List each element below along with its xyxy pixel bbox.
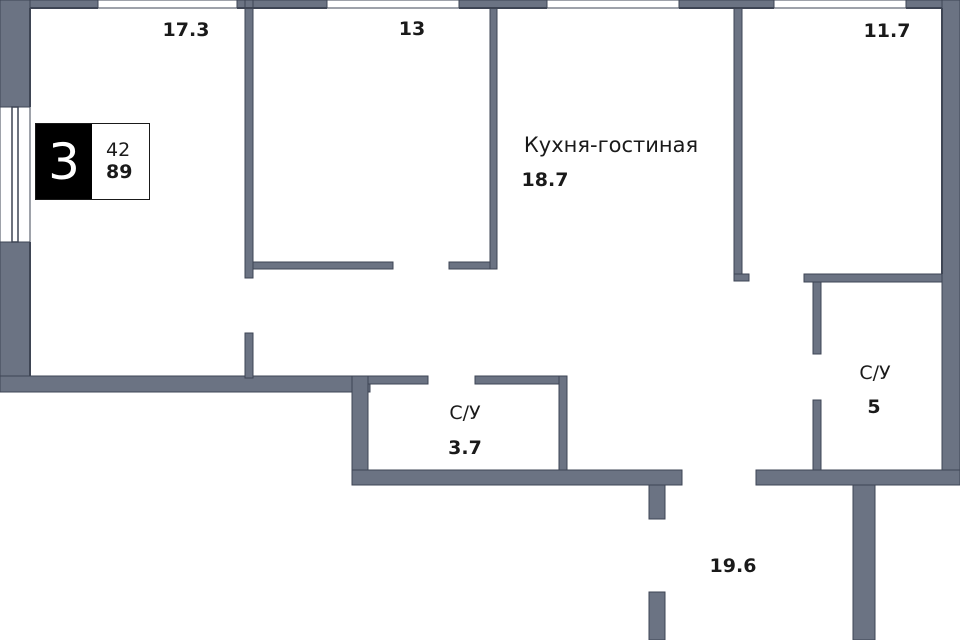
kitchen-living-area: 18.7 bbox=[521, 169, 569, 191]
wall-bath-top-left bbox=[367, 375, 429, 385]
wall-top-segment bbox=[678, 0, 775, 9]
windows-top bbox=[97, 0, 907, 9]
wall-bath-right bbox=[558, 375, 568, 471]
bathroom-right-name: С/У bbox=[859, 362, 891, 384]
apartment-badge: 3 42 89 bbox=[35, 123, 150, 200]
wall-bath2-left-upper bbox=[812, 281, 822, 355]
hallway-area: 19.6 bbox=[709, 555, 757, 577]
badge-meta: 42 89 bbox=[92, 124, 149, 199]
bathroom-center-name: С/У bbox=[449, 402, 481, 424]
bathroom-center-area: 3.7 bbox=[448, 437, 482, 459]
wall-bath2-top bbox=[803, 273, 943, 283]
wall-stub bbox=[648, 591, 666, 640]
bathroom-right-area: 5 bbox=[867, 396, 881, 418]
wall-right-lower bbox=[852, 484, 876, 640]
bedroom-left-area: 17.3 bbox=[162, 19, 210, 41]
wall-bath-bottom bbox=[351, 469, 683, 486]
wall-partition bbox=[244, 0, 254, 279]
window-left bbox=[0, 106, 31, 243]
bedroom-middle-area: 13 bbox=[398, 18, 426, 40]
kitchen-living-name: Кухня-гостиная bbox=[523, 133, 699, 157]
wall-partition bbox=[252, 261, 394, 270]
interior bbox=[31, 9, 941, 375]
bedroom-right-area: 11.7 bbox=[863, 20, 911, 42]
wall-top-segment bbox=[458, 0, 548, 9]
wall-partition bbox=[733, 7, 743, 282]
wall-bedroom-bottom bbox=[0, 375, 371, 393]
wall-right bbox=[941, 0, 960, 486]
wall-right-bottom bbox=[755, 469, 960, 486]
wall-bath-left bbox=[351, 375, 369, 486]
interior-edges bbox=[29, 7, 943, 376]
wall-partition bbox=[733, 273, 750, 282]
wall-left-lower bbox=[0, 241, 31, 393]
total-area: 89 bbox=[106, 160, 133, 183]
floor-number: 42 bbox=[106, 138, 131, 161]
wall-partition bbox=[244, 332, 254, 379]
wall-stub bbox=[648, 484, 666, 520]
room-count: 3 bbox=[36, 124, 92, 199]
wall-bath-top-right bbox=[474, 375, 568, 385]
wall-partition bbox=[489, 7, 498, 270]
wall-left-upper bbox=[0, 0, 31, 108]
wall-bath2-left-lower bbox=[812, 399, 822, 471]
